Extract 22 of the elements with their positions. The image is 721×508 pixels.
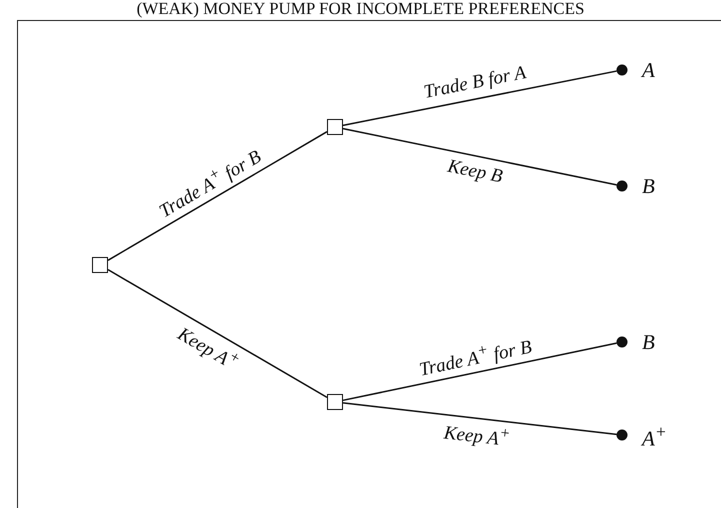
choice-node-square — [327, 119, 343, 135]
outcome-dot — [616, 180, 628, 192]
outcome-label: A$^{+}$ — [642, 420, 667, 450]
edge-label: Keep B — [446, 156, 504, 188]
outcome-dot — [616, 64, 628, 76]
edge-label: Trade A$^{+}$ for B — [416, 336, 534, 381]
branch-line — [342, 402, 617, 436]
outcome-dot — [616, 336, 628, 348]
outcome-label: A — [642, 59, 655, 81]
branch-line — [108, 131, 328, 261]
branch-line — [342, 342, 617, 402]
choice-node-square — [327, 394, 343, 410]
branch-line — [342, 128, 617, 186]
choice-node-square — [92, 257, 108, 273]
edge-label: Keep A$^{+}$ — [442, 422, 511, 452]
outcome-label: B — [642, 331, 655, 353]
branch-line — [342, 70, 617, 126]
title: (WEAK) MONEY PUMP FOR INCOMPLETE PREFERENCES — [136, 0, 586, 18]
branch-line — [108, 269, 328, 398]
edge-label: Trade B for A — [422, 62, 528, 103]
outcome-dot — [616, 430, 628, 440]
outcome-label: B — [642, 175, 655, 197]
